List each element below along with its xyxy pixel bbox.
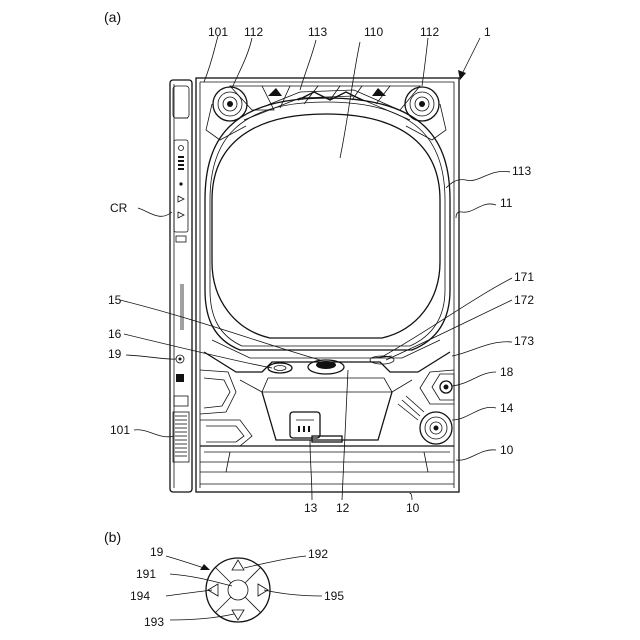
gaming-machine-drawing — [170, 78, 459, 492]
label-193: 193 — [144, 615, 164, 629]
label-191: 191 — [136, 567, 156, 581]
label-10-right: 10 — [500, 443, 514, 457]
speaker-right — [405, 87, 446, 140]
top-ornament — [230, 86, 420, 120]
tray-13 — [290, 412, 320, 438]
label-194: 194 — [130, 589, 150, 603]
label-14: 14 — [500, 401, 514, 415]
lower-panel-10 — [200, 446, 454, 484]
center-game-area — [204, 340, 450, 442]
label-15: 15 — [108, 293, 122, 307]
label-171: 171 — [514, 270, 534, 284]
label-16: 16 — [108, 327, 122, 341]
label-19-b: 19 — [150, 545, 164, 559]
label-11: 11 — [500, 196, 513, 210]
leader-lines-a — [120, 36, 512, 500]
label-112-right: 112 — [420, 25, 439, 39]
speaker-left — [206, 87, 247, 140]
label-19-a: 19 — [108, 347, 122, 361]
label-18: 18 — [500, 365, 514, 379]
label-195: 195 — [324, 589, 344, 603]
speaker-grille-left — [173, 412, 189, 462]
display-screen — [212, 114, 440, 338]
up-arrow-192 — [232, 560, 244, 570]
panel-b-label: (b) — [104, 529, 121, 545]
label-113-right: 113 — [512, 164, 531, 178]
label-10-bottom: 10 — [406, 501, 420, 515]
display-frame — [205, 98, 450, 350]
cross-key-19 — [206, 558, 270, 622]
label-173: 173 — [514, 334, 534, 348]
label-192: 192 — [308, 547, 328, 561]
label-1: 1 — [484, 25, 491, 39]
label-12: 12 — [336, 501, 350, 515]
lower-right-ornament — [398, 370, 454, 444]
card-reader-unit — [170, 80, 192, 492]
label-cr: CR — [110, 201, 128, 215]
label-172: 172 — [514, 293, 534, 307]
label-13: 13 — [304, 501, 318, 515]
label-101-top: 101 — [208, 25, 228, 39]
right-arrow-195 — [258, 584, 268, 596]
label-113-top: 113 — [308, 25, 327, 39]
label-101-bottom: 101 — [110, 423, 130, 437]
down-arrow-193 — [232, 610, 244, 620]
lower-left-ornament — [200, 370, 252, 446]
panel-a-label: (a) — [104, 9, 121, 25]
label-112-left: 112 — [244, 25, 263, 39]
label-110: 110 — [364, 25, 383, 39]
